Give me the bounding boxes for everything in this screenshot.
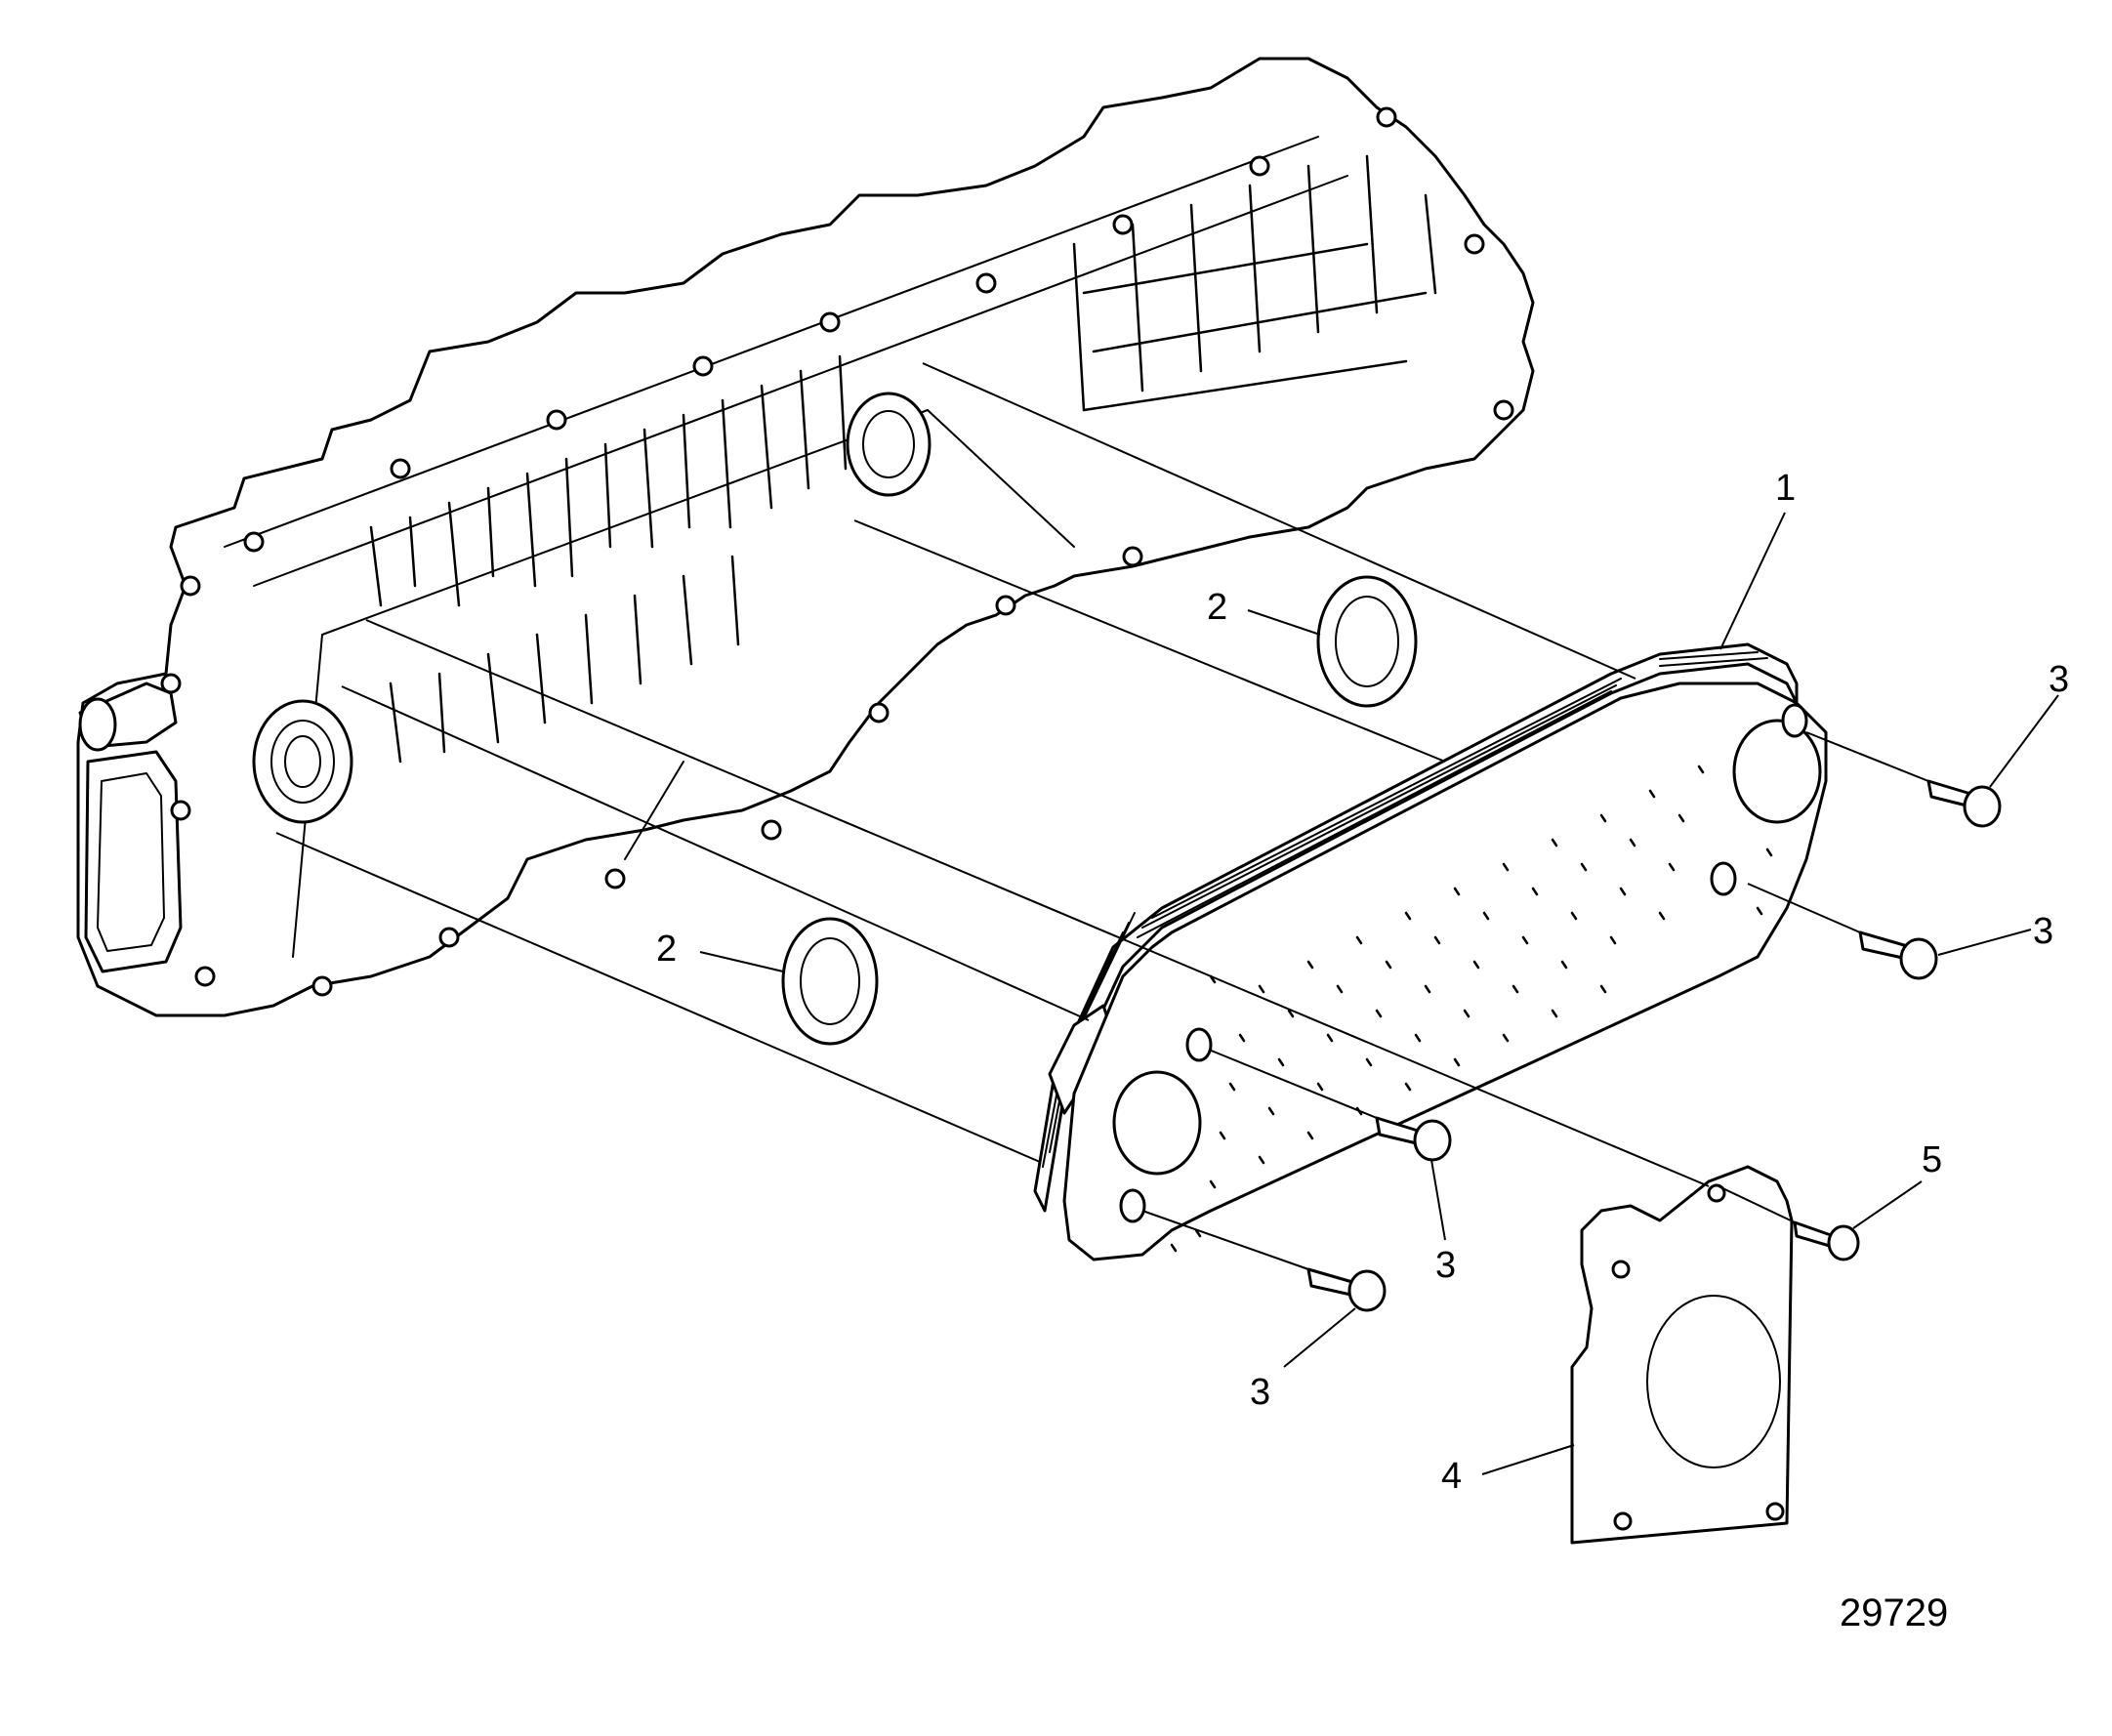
cooler-dimples [1170, 765, 1773, 1253]
callout-3-middle-right: 3 [2033, 911, 2053, 952]
gasket-plate [1570, 1165, 1794, 1545]
callout-1: 1 [1775, 468, 1796, 509]
bolt-lower [1306, 1267, 1387, 1312]
callout-4: 4 [1441, 1456, 1462, 1497]
bolt-middle-right [1858, 930, 1938, 980]
callout-2-lower: 2 [656, 929, 677, 970]
callout-2-upper: 2 [1207, 587, 1227, 628]
callout-3-center: 3 [1435, 1245, 1456, 1286]
figure-reference-number: 29729 [1840, 1591, 1948, 1634]
callout-labels: 1 2 2 3 3 3 3 4 5 [656, 468, 2069, 1497]
alignment-lines [275, 362, 1929, 1270]
callout-3-lower: 3 [1250, 1372, 1270, 1413]
bolt-center [1375, 1116, 1452, 1162]
oil-cooler [1033, 642, 1828, 1261]
callout-3-upper-right: 3 [2049, 659, 2069, 700]
callout-leaders [699, 512, 2059, 1475]
screw-gasket [1793, 1220, 1860, 1261]
callout-5: 5 [1922, 1139, 1942, 1180]
bolt-upper-right [1926, 779, 2002, 828]
sealing-ring-lower [781, 917, 879, 1046]
oil-cooler-housing [76, 57, 1535, 1017]
sealing-ring-upper [1316, 575, 1418, 708]
